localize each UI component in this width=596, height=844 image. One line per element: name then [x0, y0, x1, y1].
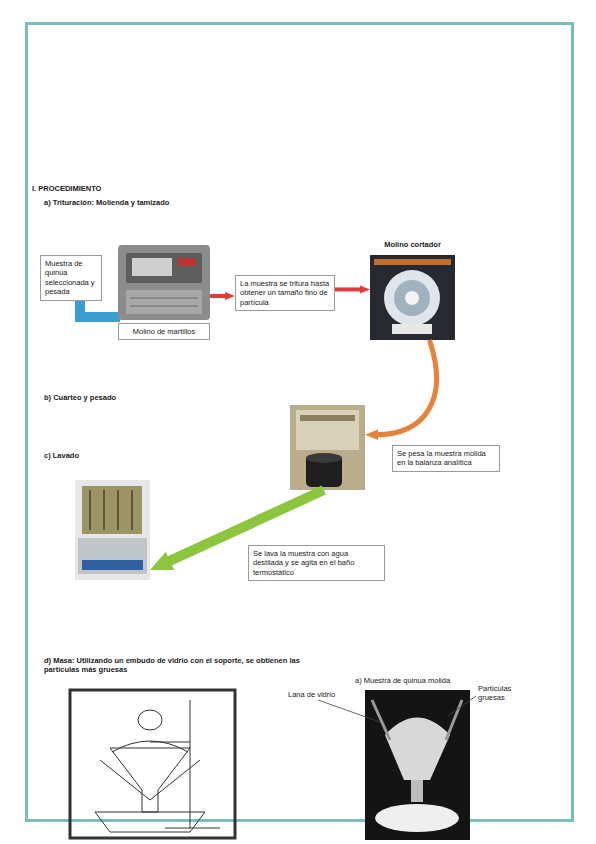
leader-line	[448, 696, 476, 716]
flow-arrow	[365, 340, 436, 440]
shaker-bath	[75, 480, 150, 580]
section-label: a) Muestra de quinua molida	[355, 676, 495, 685]
section-label: b) Cuarteo y pesado	[44, 393, 244, 402]
image-frame: Molino de martillos	[118, 245, 210, 320]
image-frame: Molino cortador	[370, 255, 455, 340]
image-caption: Molino de martillos	[118, 323, 210, 340]
funnel-photo	[365, 690, 470, 840]
note-box: La muestra se tritura hasta obtener un t…	[235, 275, 335, 311]
leader-line	[318, 700, 380, 722]
section-label: Lana de vidrio	[288, 690, 338, 699]
arrow-head	[150, 552, 174, 570]
cutting-mill	[370, 255, 455, 340]
arrow-head	[360, 285, 370, 293]
arrow-head	[225, 292, 235, 300]
image-frame: Se lava la muestra con agua destilada y …	[75, 480, 150, 580]
arrow-head	[365, 430, 378, 440]
note-text: La muestra se tritura hasta obtener un t…	[240, 279, 330, 307]
image-caption: Se lava la muestra con agua destilada y …	[248, 545, 385, 581]
image-caption: Molino cortador	[350, 240, 475, 249]
image-frame: Se pesa la muestra molida en la balanza …	[290, 405, 365, 490]
note-text: Muestra de quinua seleccionada y pesada	[45, 259, 97, 297]
section-label: a) Trituración: Molienda y tamizado	[44, 198, 304, 207]
funnel-sketch	[70, 690, 235, 838]
section-label: c) Lavado	[44, 451, 244, 460]
section-label: I. PROCEDIMIENTO	[32, 184, 232, 193]
section-label: d) Masa: Utilizando un embudo de vidrio …	[44, 656, 314, 675]
note-box: Muestra de quinua seleccionada y pesada	[40, 255, 102, 301]
mill-machine	[118, 245, 210, 320]
flow-arrow	[210, 292, 235, 300]
section-label: Partículas gruesas	[478, 684, 538, 703]
balance	[290, 405, 365, 490]
image-caption: Se pesa la muestra molida en la balanza …	[392, 445, 500, 472]
flow-arrow	[335, 285, 370, 293]
